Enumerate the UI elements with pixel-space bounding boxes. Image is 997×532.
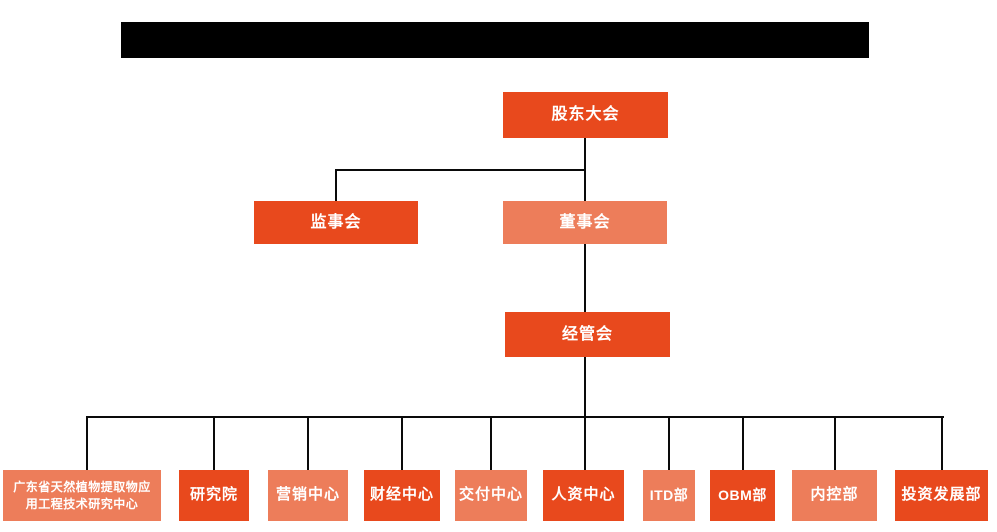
connector-supervisors-drop xyxy=(335,169,337,202)
node-itd-dept: ITD部 xyxy=(643,470,695,521)
connector-drop-investment-dev-dept xyxy=(941,416,943,471)
node-delivery-center: 交付中心 xyxy=(455,470,527,521)
connector-drop-research-center xyxy=(86,416,88,471)
connector-drop-marketing-center xyxy=(307,416,309,471)
node-board-of-directors: 董事会 xyxy=(503,201,667,244)
connector-drop-finance-center xyxy=(401,416,403,471)
connector-directors-to-management xyxy=(584,244,586,313)
connector-drop-obm-dept xyxy=(742,416,744,471)
node-obm-dept: OBM部 xyxy=(710,470,775,521)
connector-drop-internal-control-dept xyxy=(834,416,836,471)
node-investment-dev-dept: 投资发展部 xyxy=(895,470,988,521)
connector-drop-itd-dept xyxy=(668,416,670,471)
node-hr-center: 人资中心 xyxy=(543,470,624,521)
connector-management-down xyxy=(584,357,586,417)
connector-drop-hr-center xyxy=(584,416,586,471)
node-finance-center: 财经中心 xyxy=(364,470,440,521)
connector-level2-horizontal xyxy=(335,169,586,171)
node-management-committee: 经管会 xyxy=(505,312,670,357)
node-supervisory-board: 监事会 xyxy=(254,201,418,244)
node-research-institute: 研究院 xyxy=(179,470,249,521)
node-marketing-center: 营销中心 xyxy=(268,470,348,521)
connector-drop-delivery-center xyxy=(490,416,492,471)
connector-level4-bus xyxy=(86,416,944,418)
node-shareholders-meeting: 股东大会 xyxy=(503,92,668,138)
redacted-title-bar xyxy=(121,22,869,58)
node-plant-extract-research-center: 广东省天然植物提取物应 用工程技术研究中心 xyxy=(3,470,161,521)
node-internal-control-dept: 内控部 xyxy=(792,470,877,521)
connector-drop-research-institute xyxy=(213,416,215,471)
